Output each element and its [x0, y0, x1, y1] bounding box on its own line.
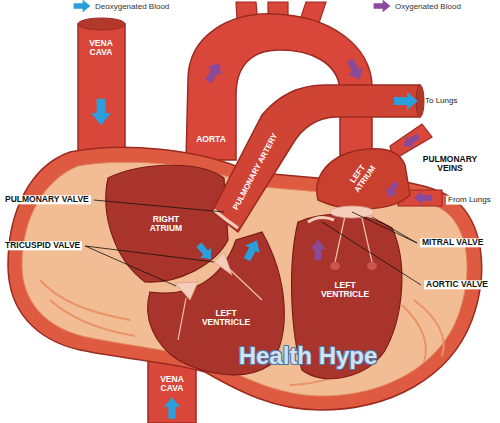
vessel-label: VENA CAVA [150, 375, 194, 394]
chamber-label: LEFT VENTRICLE [195, 309, 257, 328]
flow-arrow [310, 240, 325, 260]
chamber-label: LEFT VENTRICLE [314, 281, 376, 300]
vessel-label: VENA CAVA [79, 39, 123, 58]
leader-line [372, 217, 417, 243]
legend-item: Oxygenated Blood [372, 0, 461, 12]
muscle-striation [414, 300, 444, 356]
legend-arrow-shape [374, 0, 391, 12]
leader-line [322, 222, 421, 285]
vessel-opening [78, 18, 125, 30]
papillary-muscle [330, 262, 340, 270]
leader-line [352, 212, 417, 243]
leader-line [85, 246, 214, 262]
muscle-striation [40, 280, 130, 320]
chorda-tendinea [335, 216, 345, 262]
tricuspid-flap [175, 282, 198, 300]
flow-note: From Lungs [446, 196, 493, 205]
flow-arrow [164, 397, 180, 419]
flow-arrow [343, 57, 367, 83]
legend-text: Oxygenated Blood [395, 2, 461, 11]
callout-label: PULMONARY VEINS [416, 155, 484, 174]
pulmonary-artery [212, 85, 420, 232]
tricuspid-flap [214, 252, 232, 275]
callout-label: MITRAL VALVE [420, 238, 485, 247]
leader-line [94, 200, 224, 212]
flow-arrow [193, 240, 216, 264]
flow-arrow [400, 130, 422, 151]
flow-arrow [414, 191, 432, 205]
legend-text: Deoxygenated Blood [95, 2, 169, 11]
flow-note: To Lungs [425, 97, 457, 106]
legend-arrow [72, 0, 92, 12]
papillary-muscle [367, 262, 377, 270]
watermark: Health Hype [239, 343, 378, 369]
aortic-valve-leaflet [308, 217, 334, 222]
chamber-label: LEFT ATRIUM [342, 153, 383, 201]
callout-label: AORTIC VALVE [424, 280, 490, 289]
chamber-label: RIGHT ATRIUM [139, 215, 193, 234]
flow-arrow [240, 237, 264, 264]
left-atrium-chamber [317, 149, 410, 209]
chorda-tendinea [362, 218, 372, 262]
pulmonary-valve-leaflet [214, 210, 238, 228]
legend-item: Deoxygenated Blood [72, 0, 169, 12]
flow-arrow [382, 180, 401, 201]
legend-arrow [372, 0, 392, 12]
flow-arrow [91, 99, 111, 125]
callout-label: PULMONARY VALVE [3, 195, 91, 204]
right-atrium-chamber [106, 165, 228, 282]
vessel-label: AORTA [196, 135, 226, 144]
flow-arrow [202, 59, 227, 86]
muscle-striation [402, 305, 426, 362]
vessel-label: PULMONARY ARTERY [232, 132, 280, 212]
flow-arrow [394, 92, 418, 110]
chorda-tendinea [178, 298, 186, 340]
legend-arrow-shape [74, 0, 91, 12]
callout-label: TRICUSPID VALVE [3, 241, 82, 250]
